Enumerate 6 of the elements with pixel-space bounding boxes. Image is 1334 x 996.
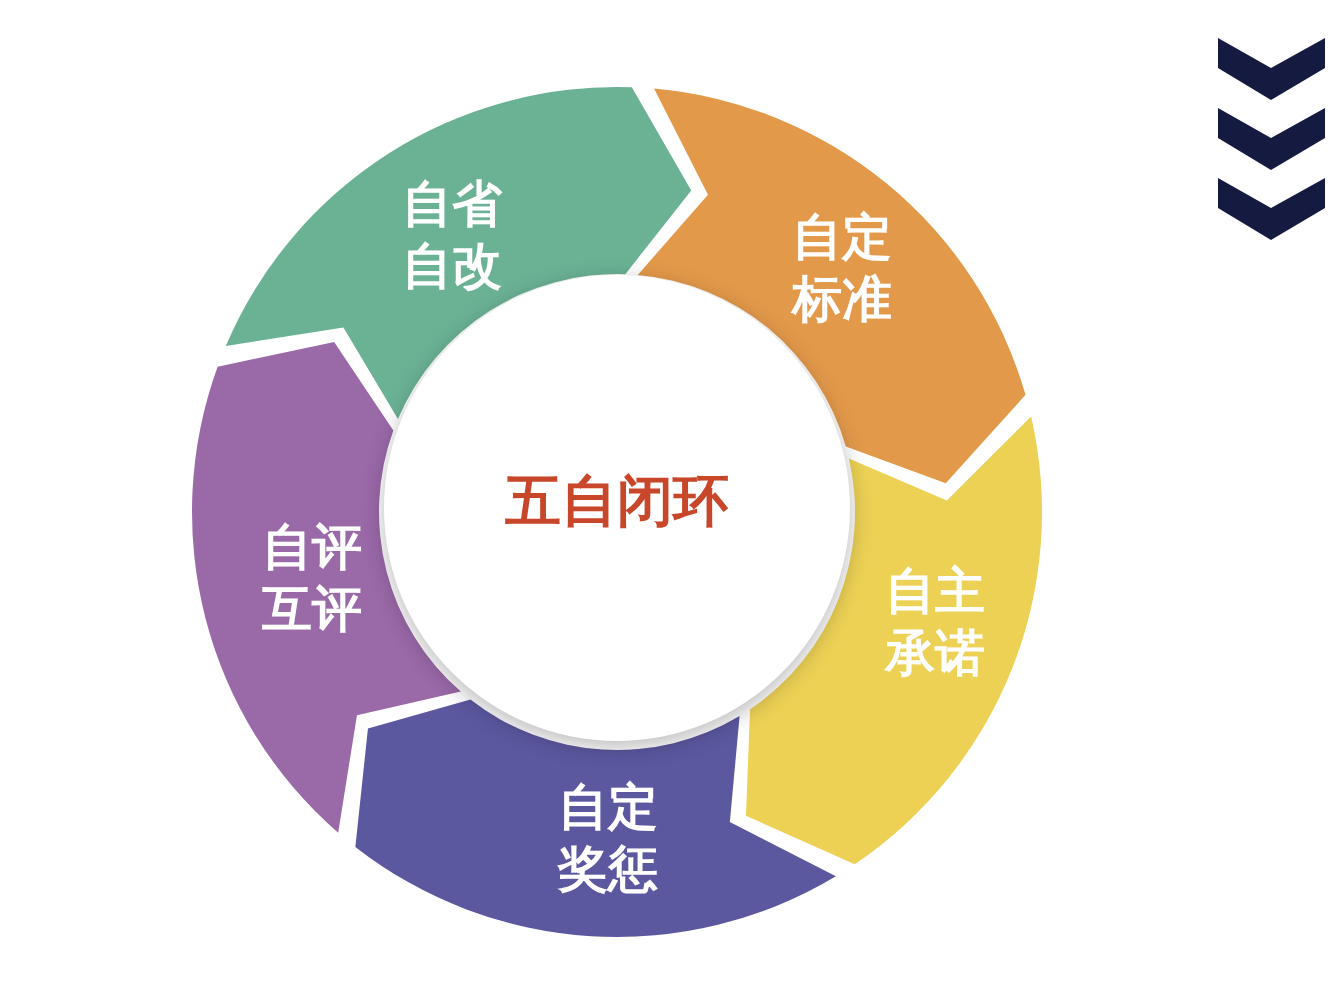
segment-label: 自评互评 — [260, 517, 363, 640]
segment-label: 自定标准 — [790, 207, 893, 330]
center-title: 五自闭环 — [505, 467, 729, 535]
segment-label: 自主承诺 — [883, 561, 986, 684]
segment-label: 自定奖惩 — [556, 777, 659, 900]
segment-label: 自省自改 — [400, 174, 503, 297]
